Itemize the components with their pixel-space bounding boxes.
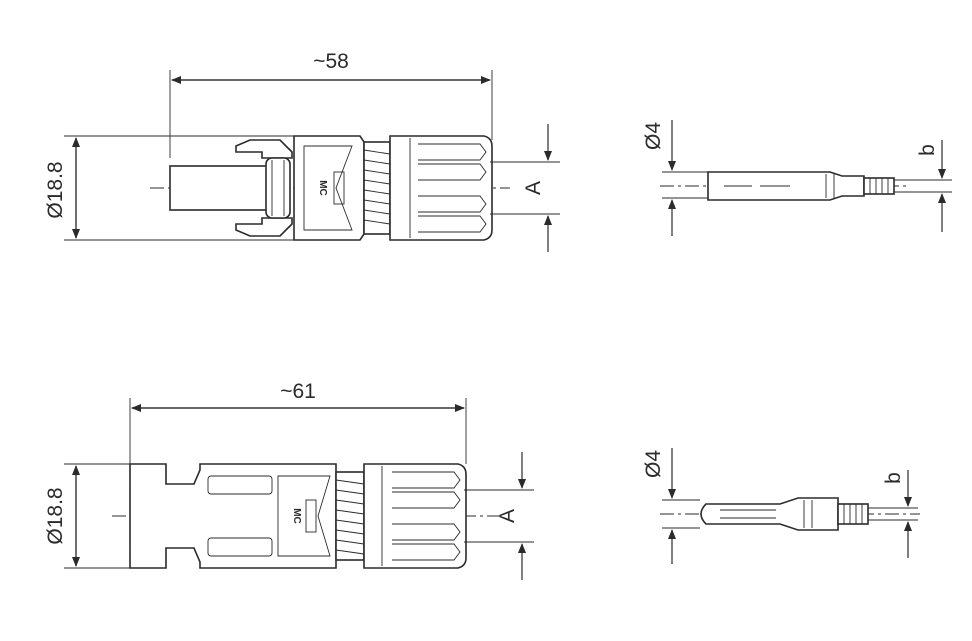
bottom-logo: MC bbox=[291, 508, 302, 524]
bottom-pin-tip bbox=[837, 503, 869, 525]
top-thread bbox=[363, 141, 391, 235]
top-housing bbox=[293, 135, 365, 241]
top-pin: Ø4 b bbox=[642, 120, 952, 236]
top-pin-tip bbox=[863, 177, 895, 195]
bottom-dia-label: Ø18.8 bbox=[44, 487, 67, 544]
top-dia-label: Ø18.8 bbox=[44, 161, 67, 218]
top-pin-dia-label: Ø4 bbox=[642, 122, 665, 150]
top-clip-upper bbox=[235, 139, 293, 159]
top-nut bbox=[389, 135, 493, 241]
top-length-label: ~58 bbox=[313, 50, 349, 73]
bottom-housing bbox=[129, 463, 337, 569]
top-logo: MC bbox=[317, 180, 328, 196]
bottom-pin: Ø4 b bbox=[642, 448, 920, 564]
bottom-connector: ~61 Ø18.8 MC A bbox=[44, 380, 534, 580]
top-oring bbox=[265, 157, 291, 219]
bottom-logo-mark bbox=[305, 499, 317, 533]
bottom-a-label: A bbox=[496, 509, 519, 523]
top-logo-mark bbox=[333, 171, 345, 205]
bottom-pin-dia-label: Ø4 bbox=[642, 450, 665, 478]
top-pin-b-label: b bbox=[916, 144, 939, 156]
top-a-label: A bbox=[522, 181, 545, 195]
bottom-thread bbox=[335, 471, 365, 561]
top-clip-lower bbox=[235, 217, 293, 237]
bottom-length-label: ~61 bbox=[280, 380, 316, 403]
top-connector: ~58 Ø18.8 MC A bbox=[44, 50, 560, 252]
bottom-pin-body bbox=[700, 497, 839, 531]
top-pin-shaft bbox=[169, 165, 271, 211]
bottom-nut bbox=[363, 463, 467, 569]
bottom-pin-b-label: b bbox=[882, 472, 905, 484]
